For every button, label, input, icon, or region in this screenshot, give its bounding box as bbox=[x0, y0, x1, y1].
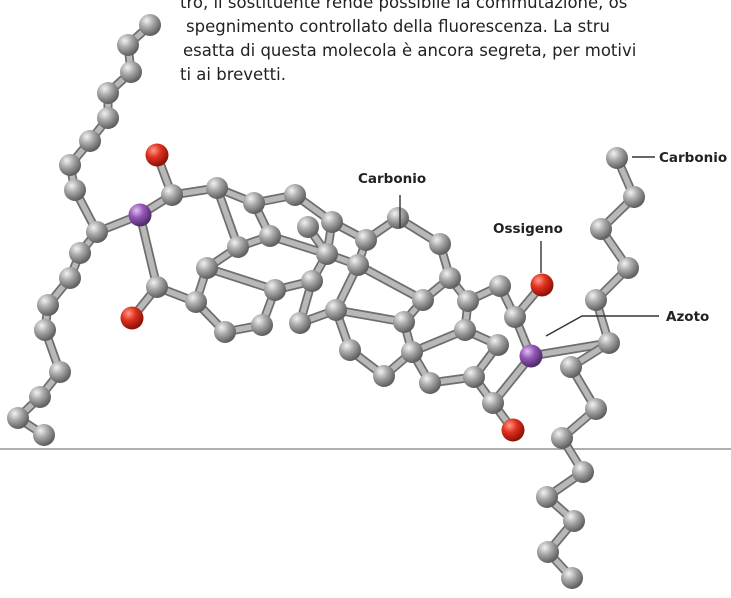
carbon-atom bbox=[387, 207, 409, 229]
carbon-atom bbox=[572, 461, 594, 483]
carbon-atom bbox=[49, 361, 71, 383]
carbon-atom bbox=[146, 276, 168, 298]
oxygen-atom bbox=[120, 306, 144, 330]
carbon-atom bbox=[33, 424, 55, 446]
carbon-atom bbox=[339, 339, 361, 361]
carbon-atom bbox=[251, 314, 273, 336]
bond bbox=[137, 212, 160, 290]
carbon-atom bbox=[585, 398, 607, 420]
carbon-atom bbox=[429, 233, 451, 255]
carbon-atom bbox=[227, 236, 249, 258]
carbon-atom bbox=[185, 291, 207, 313]
carbon-atom bbox=[439, 267, 461, 289]
carbon-atom bbox=[537, 541, 559, 563]
carbon-atom bbox=[259, 225, 281, 247]
caption-line: tro, il sostituente rende possibile la c… bbox=[180, 0, 628, 12]
carbon-atom bbox=[97, 107, 119, 129]
carbon-atom bbox=[59, 154, 81, 176]
carbon-atom bbox=[243, 192, 265, 214]
carbon-atom bbox=[355, 229, 377, 251]
carbon-atom bbox=[419, 372, 441, 394]
carbon-atom bbox=[79, 130, 101, 152]
carbon-atom bbox=[64, 179, 86, 201]
caption-text: tro, il sostituente rende possibile la c… bbox=[180, 0, 731, 87]
label-carbonio-top: Carbonio bbox=[659, 150, 727, 166]
carbon-atom bbox=[264, 279, 286, 301]
carbon-atom bbox=[412, 289, 434, 311]
carbon-atom bbox=[561, 567, 583, 589]
carbon-atom bbox=[139, 14, 161, 36]
carbon-atom bbox=[69, 242, 91, 264]
carbon-atom bbox=[289, 312, 311, 334]
carbon-atom bbox=[454, 319, 476, 341]
label-carbonio-center: Carbonio bbox=[358, 171, 426, 187]
oxygen-atom bbox=[501, 418, 525, 442]
carbon-atom bbox=[59, 267, 81, 289]
carbon-atom bbox=[504, 306, 526, 328]
caption-line: spegnimento controllato della fluorescen… bbox=[186, 17, 610, 36]
carbon-atom bbox=[489, 275, 511, 297]
carbon-atom bbox=[598, 332, 620, 354]
caption-line: ti ai brevetti. bbox=[180, 65, 286, 84]
carbon-atom bbox=[393, 311, 415, 333]
carbon-atom bbox=[37, 294, 59, 316]
carbon-atom bbox=[325, 299, 347, 321]
carbon-atom bbox=[34, 319, 56, 341]
carbon-atom bbox=[347, 254, 369, 276]
carbon-atom bbox=[551, 427, 573, 449]
carbon-atom bbox=[29, 386, 51, 408]
carbon-atom bbox=[7, 407, 29, 429]
carbon-atom bbox=[206, 177, 228, 199]
label-ossigeno: Ossigeno bbox=[493, 221, 563, 237]
atom-layer bbox=[7, 14, 645, 589]
carbon-atom bbox=[560, 356, 582, 378]
carbon-atom bbox=[482, 392, 504, 414]
carbon-atom bbox=[297, 216, 319, 238]
carbon-atom bbox=[161, 184, 183, 206]
carbon-atom bbox=[617, 257, 639, 279]
carbon-atom bbox=[585, 289, 607, 311]
carbon-atom bbox=[487, 334, 509, 356]
oxygen-atom bbox=[530, 273, 554, 297]
carbon-atom bbox=[316, 243, 338, 265]
oxygen-atom bbox=[145, 143, 169, 167]
bond bbox=[355, 262, 426, 303]
caption-line: esatta di questa molecola è ancora segre… bbox=[183, 41, 637, 60]
carbon-atom bbox=[117, 34, 139, 56]
carbon-atom bbox=[284, 184, 306, 206]
carbon-atom bbox=[373, 365, 395, 387]
leader-line-nitrogen bbox=[545, 315, 659, 337]
bond bbox=[528, 340, 612, 359]
label-azoto: Azoto bbox=[666, 309, 709, 325]
carbon-atom bbox=[301, 270, 323, 292]
carbon-atom bbox=[401, 341, 423, 363]
carbon-atom bbox=[463, 366, 485, 388]
carbon-atom bbox=[457, 290, 479, 312]
carbon-atom bbox=[214, 321, 236, 343]
annotation-layer: Carbonio Carbonio Ossigeno Azoto bbox=[358, 150, 727, 337]
carbon-atom bbox=[120, 61, 142, 83]
carbon-atom bbox=[321, 211, 343, 233]
bond bbox=[204, 265, 278, 293]
carbon-atom bbox=[623, 186, 645, 208]
nitrogen-atom bbox=[519, 344, 543, 368]
carbon-atom bbox=[563, 510, 585, 532]
nitrogen-atom bbox=[128, 203, 152, 227]
carbon-atom bbox=[606, 147, 628, 169]
carbon-atom bbox=[590, 218, 612, 240]
carbon-atom bbox=[536, 486, 558, 508]
bond bbox=[333, 307, 407, 325]
carbon-atom bbox=[97, 82, 119, 104]
carbon-atom bbox=[196, 257, 218, 279]
carbon-atom bbox=[86, 221, 108, 243]
